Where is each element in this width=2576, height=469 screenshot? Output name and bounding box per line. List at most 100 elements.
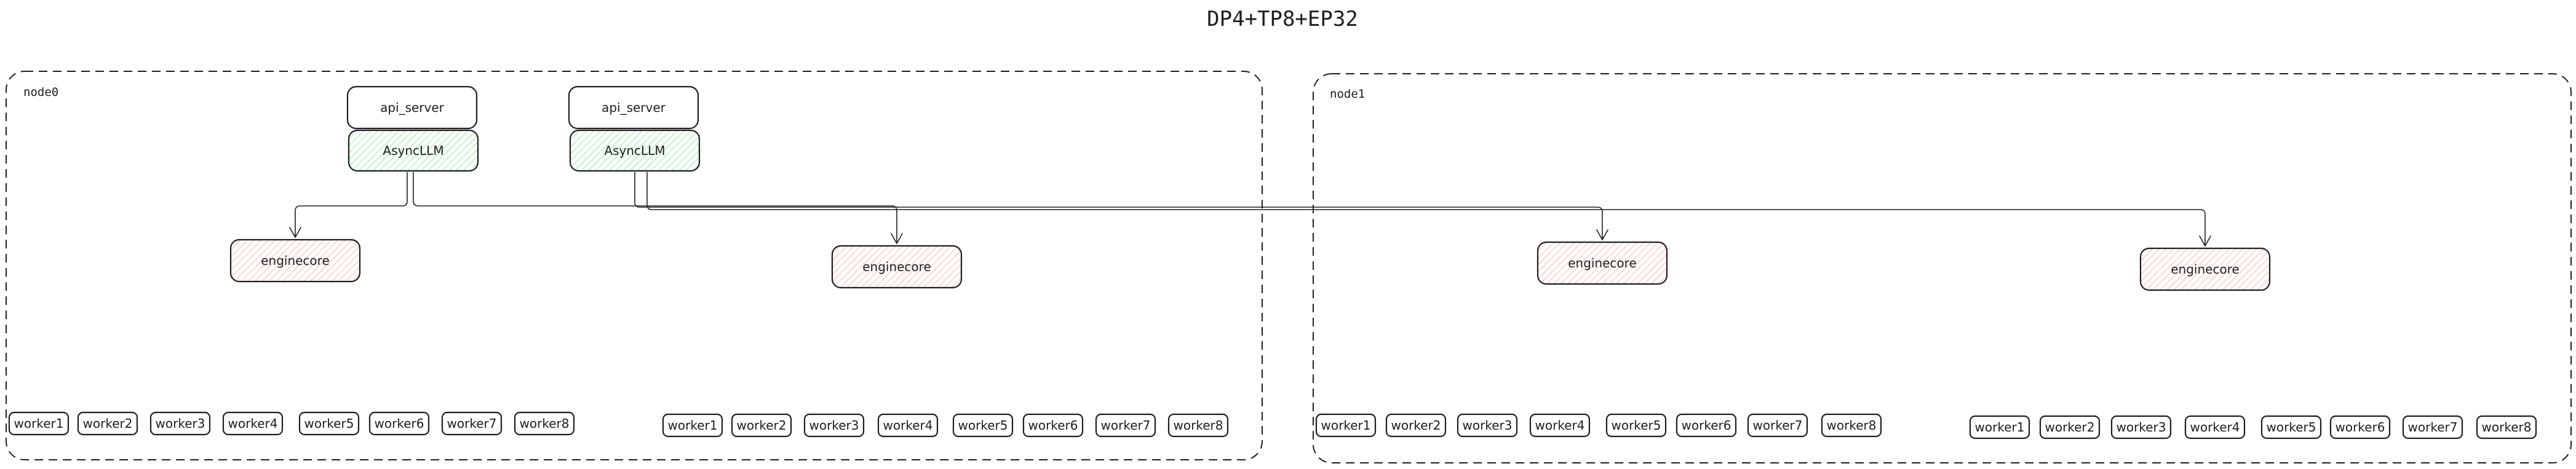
worker-box <box>1315 413 1377 438</box>
api-server-box <box>568 85 699 130</box>
asyncllm-label: AsyncLLM <box>383 143 443 158</box>
worker-label: worker3 <box>809 418 859 433</box>
worker-label: worker5 <box>1612 418 1661 433</box>
worker-label: worker6 <box>1028 418 1078 433</box>
enginecore-box <box>229 238 361 283</box>
worker-label: worker5 <box>958 418 1008 433</box>
node0-boundary <box>6 71 1263 460</box>
arrow-asyncllm2-to-enginecore-n1b <box>646 172 2206 246</box>
worker-box <box>298 411 360 436</box>
worker-box <box>368 411 430 436</box>
worker-label: worker1 <box>14 416 64 431</box>
worker-box <box>1457 413 1518 438</box>
worker-box <box>2329 415 2391 439</box>
worker-label: worker6 <box>2335 420 2385 435</box>
worker-label: worker7 <box>1753 418 1803 433</box>
enginecore-node1-a: enginecore <box>1536 241 1668 285</box>
worker-box <box>2110 415 2172 439</box>
worker-label: worker1 <box>668 418 718 433</box>
api-server-stack-1: api_server AsyncLLM <box>346 85 479 172</box>
arrowhead <box>1596 229 1608 241</box>
worker-label: worker4 <box>2190 420 2240 435</box>
enginecore-label: enginecore <box>2171 262 2240 277</box>
worker-box <box>803 413 865 438</box>
worker-box <box>8 411 70 436</box>
worker-box <box>1969 415 2030 439</box>
worker-box <box>1821 413 1882 438</box>
worker-label: worker2 <box>737 418 787 433</box>
enginecore-label: enginecore <box>862 259 931 274</box>
worker-label: worker7 <box>2408 420 2458 435</box>
arrowhead <box>891 233 903 245</box>
api-server-label: api_server <box>380 100 445 115</box>
worker-box <box>877 413 939 438</box>
enginecore-box <box>2139 247 2271 291</box>
node1-group: node1 <box>1313 73 2572 463</box>
enginecore-box <box>831 245 963 289</box>
worker-box <box>222 411 284 436</box>
worker-box <box>77 411 138 436</box>
connectors <box>289 172 2211 247</box>
asyncllm-label: AsyncLLM <box>604 143 665 158</box>
node0-label: node0 <box>23 85 58 99</box>
worker-label: worker6 <box>375 416 424 431</box>
node1-boundary <box>1313 73 2572 463</box>
worker-label: worker8 <box>1827 418 1877 433</box>
worker-box <box>1605 413 1667 438</box>
node1-label: node1 <box>1330 87 1365 101</box>
worker-label: worker2 <box>83 416 133 431</box>
worker-box <box>514 411 575 436</box>
api-server-box <box>346 85 478 130</box>
diagram-title: DP4+TP8+EP32 <box>1207 7 1358 31</box>
arrowhead <box>2199 235 2211 247</box>
enginecore-label: enginecore <box>1568 256 1637 270</box>
arrowhead <box>289 227 301 238</box>
node0-group: node0 <box>6 71 1263 460</box>
enginecore-node0-b: enginecore <box>831 245 963 289</box>
worker-box <box>149 411 211 436</box>
worker-rows: worker1 worker2 worker3 worker4 worker5 worke… <box>8 411 2537 439</box>
worker-label: worker1 <box>1321 418 1371 433</box>
worker-box <box>2402 415 2463 439</box>
enginecore-node0-a: enginecore <box>229 238 361 283</box>
worker-box <box>1167 413 1229 438</box>
worker-box <box>1529 413 1591 438</box>
worker-label: worker7 <box>1101 418 1151 433</box>
worker-box <box>662 413 723 438</box>
worker-label: worker8 <box>1174 418 1223 433</box>
enginecore-node1-b: enginecore <box>2139 247 2271 291</box>
worker-box <box>2476 415 2537 439</box>
api-server-label: api_server <box>602 100 666 115</box>
worker-box <box>441 411 503 436</box>
asyncllm-box <box>569 129 701 172</box>
worker-box <box>2039 415 2101 439</box>
worker-label: worker5 <box>304 416 354 431</box>
worker-box <box>952 413 1014 438</box>
worker-box <box>1095 413 1156 438</box>
worker-label: worker3 <box>156 416 205 431</box>
worker-box <box>731 413 792 438</box>
worker-label: worker5 <box>2267 420 2316 435</box>
worker-label: worker4 <box>1535 418 1585 433</box>
worker-label: worker2 <box>1391 418 1441 433</box>
worker-label: worker8 <box>2482 420 2532 435</box>
api-server-stack-2: api_server AsyncLLM <box>568 85 701 172</box>
worker-label: worker3 <box>2117 420 2166 435</box>
worker-label: worker4 <box>883 418 933 433</box>
worker-box <box>1676 413 1737 438</box>
enginecore-box <box>1536 241 1668 285</box>
arrow-asyncllm1-to-enginecore-n0a <box>295 172 408 237</box>
worker-label: worker3 <box>1463 418 1513 433</box>
worker-box <box>1385 413 1447 438</box>
worker-box <box>2260 415 2322 439</box>
worker-box <box>1747 413 1808 438</box>
worker-label: worker2 <box>2045 420 2095 435</box>
worker-label: worker6 <box>1682 418 1731 433</box>
enginecore-label: enginecore <box>261 253 330 268</box>
worker-label: worker1 <box>1975 420 2025 435</box>
worker-box <box>1022 413 1084 438</box>
worker-label: worker8 <box>520 416 570 431</box>
arrow-asyncllm1-to-enginecore-n0b <box>413 172 897 243</box>
worker-label: worker7 <box>447 416 497 431</box>
